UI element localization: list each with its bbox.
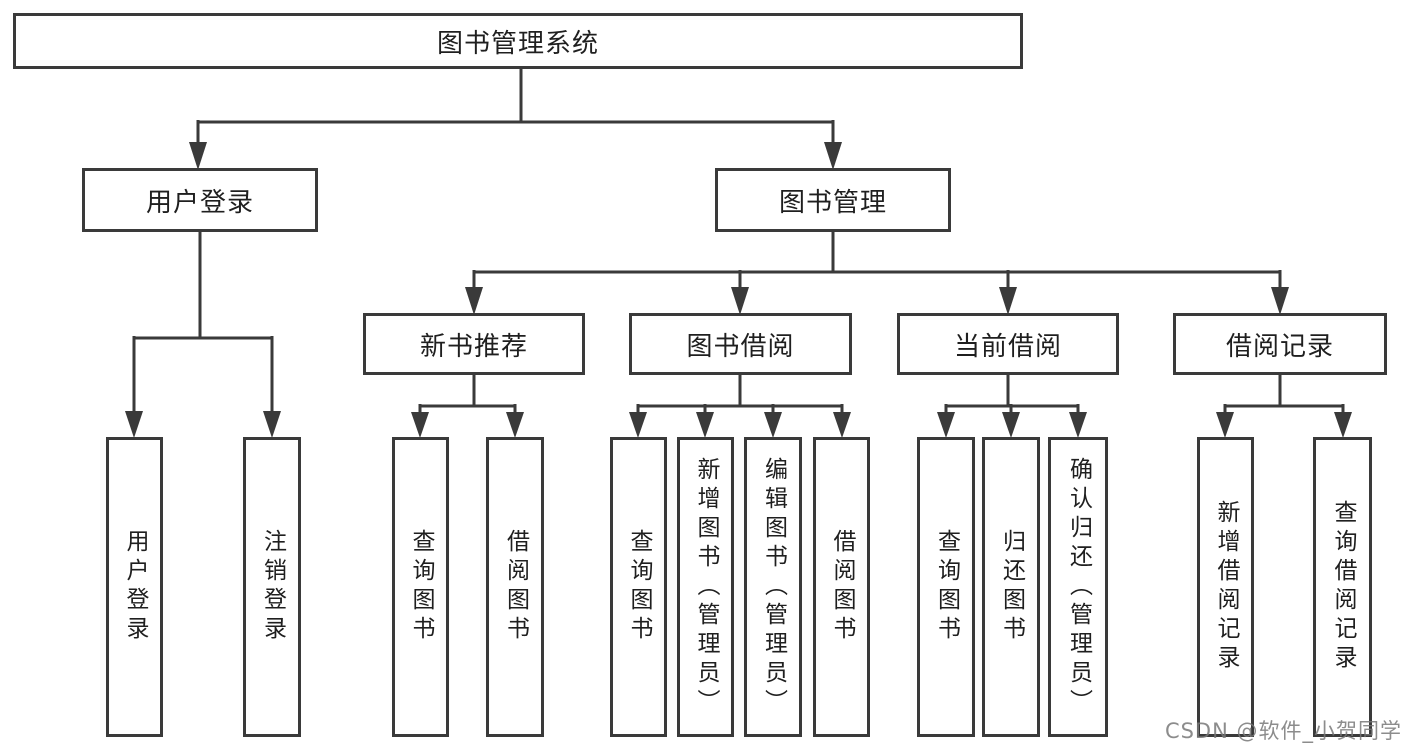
leaf-query-books-bb: 查询图书	[610, 437, 667, 737]
leaf-query-books-cb: 查询图书	[917, 437, 975, 737]
leaf-confirm-return-admin: 确认归还（管理员）	[1048, 437, 1108, 737]
leaf-add-borrow-record: 新增借阅记录	[1197, 437, 1254, 737]
leaf-borrow-books-nb: 借阅图书	[486, 437, 544, 737]
leaf-logout: 注销登录	[243, 437, 301, 737]
node-system-root: 图书管理系统	[13, 13, 1023, 69]
leaf-return-books: 归还图书	[982, 437, 1040, 737]
leaf-query-books-nb: 查询图书	[392, 437, 449, 737]
leaf-borrow-books-bb: 借阅图书	[813, 437, 870, 737]
node-new-book-recommend: 新书推荐	[363, 313, 585, 375]
csdn-watermark: CSDN @软件_小贺同学	[1164, 719, 1402, 743]
leaf-add-books-admin: 新增图书（管理员）	[677, 437, 734, 737]
node-book-management: 图书管理	[715, 168, 951, 232]
leaf-edit-books-admin: 编辑图书（管理员）	[744, 437, 802, 737]
leaf-query-borrow-record: 查询借阅记录	[1313, 437, 1372, 737]
leaf-user-login: 用户登录	[106, 437, 163, 737]
node-user-login: 用户登录	[82, 168, 318, 232]
node-current-borrowing: 当前借阅	[897, 313, 1119, 375]
node-book-borrowing: 图书借阅	[629, 313, 852, 375]
node-borrow-records: 借阅记录	[1173, 313, 1387, 375]
